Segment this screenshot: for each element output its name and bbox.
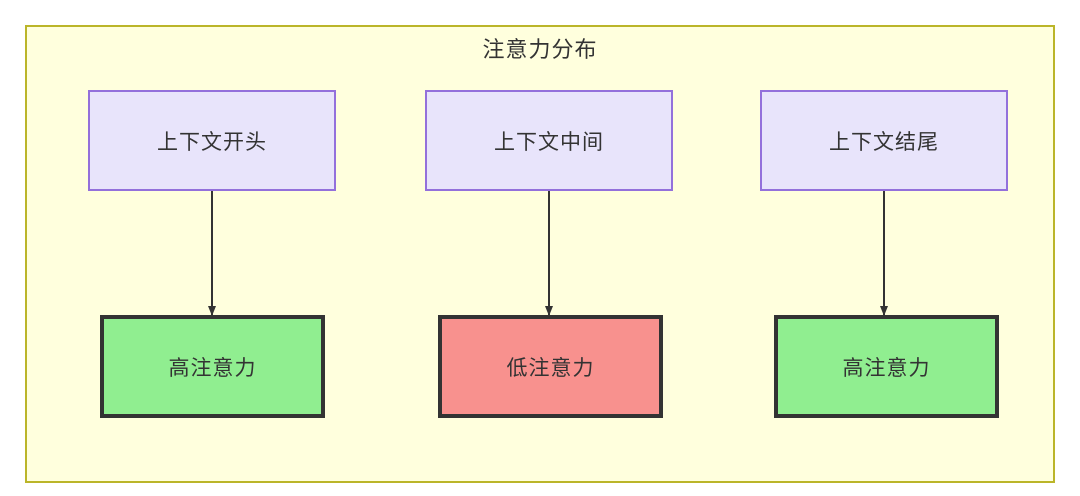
node-attention-start[interactable]: 高注意力	[100, 315, 325, 418]
node-context-end[interactable]: 上下文结尾	[760, 90, 1008, 191]
node-label: 低注意力	[506, 356, 595, 380]
diagram-title: 注意力分布	[482, 37, 598, 62]
node-attention-middle[interactable]: 低注意力	[438, 315, 663, 418]
node-label: 上下文开头	[157, 130, 267, 154]
node-context-middle[interactable]: 上下文中间	[425, 90, 673, 191]
node-attention-end[interactable]: 高注意力	[774, 315, 999, 418]
node-label: 高注意力	[842, 356, 931, 380]
node-context-start[interactable]: 上下文开头	[88, 90, 336, 191]
node-label: 上下文中间	[494, 130, 604, 154]
node-label: 上下文结尾	[829, 130, 939, 154]
node-label: 高注意力	[168, 356, 257, 380]
